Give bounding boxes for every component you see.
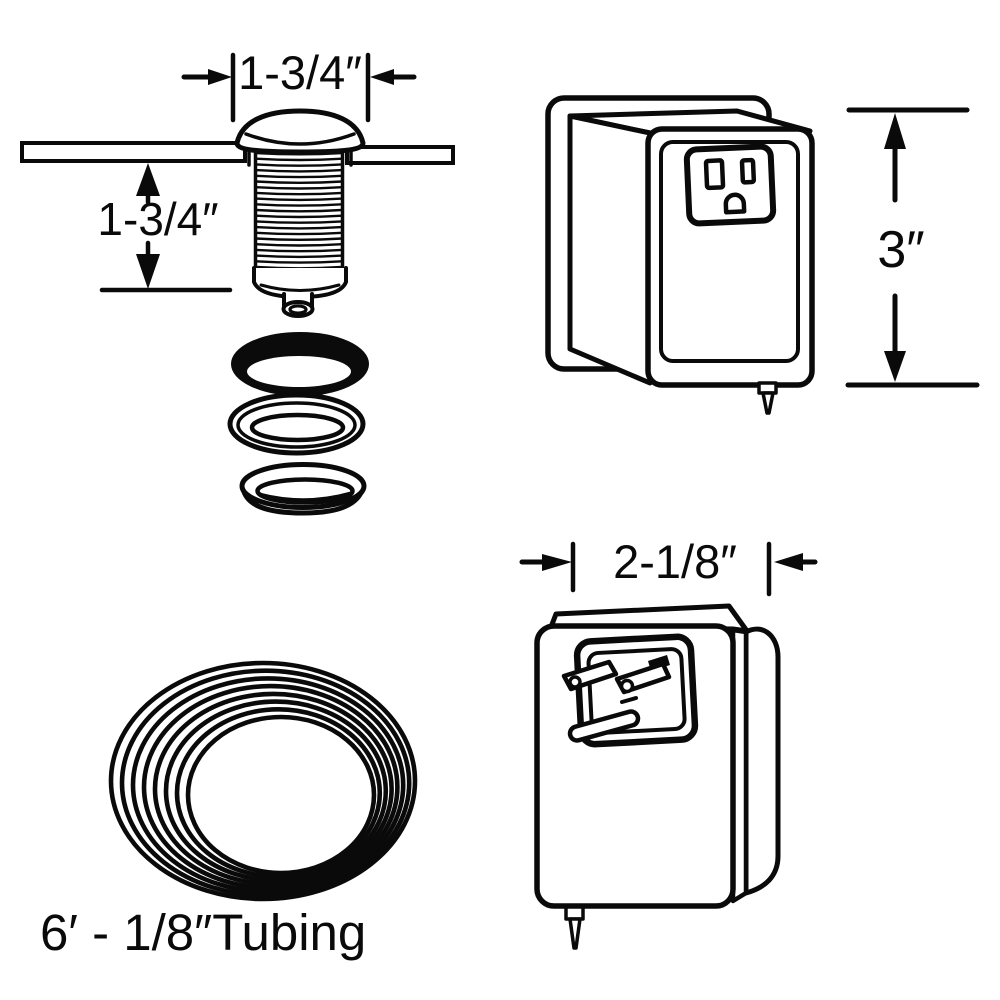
dim-arrowhead-up xyxy=(884,113,906,149)
plug-blade-mark xyxy=(620,696,638,704)
dim-arrowhead-right xyxy=(208,69,232,85)
button-depth-label: 1-3/4″ xyxy=(97,193,218,245)
module-width-dimension: 2-1/8″ xyxy=(519,535,818,597)
button-depth-dimension: 1-3/4″ xyxy=(97,163,233,293)
control-box-left-face xyxy=(567,113,653,386)
countertop-right xyxy=(345,145,455,165)
module-width-label: 2-1/8″ xyxy=(613,535,737,588)
tubing-coil-illustration xyxy=(108,660,418,902)
button-width-dimension: 1-3/4″ xyxy=(181,46,417,123)
dim-arrowhead-up xyxy=(136,163,160,196)
stem-bottom-band-line xyxy=(259,283,341,292)
dim-arrowhead-right xyxy=(542,554,572,571)
module-right-face xyxy=(743,626,781,896)
dim-arrowhead-down xyxy=(136,254,160,289)
dim-arrowhead-left xyxy=(774,553,803,571)
plug-recess-inner xyxy=(586,647,687,735)
button-cap-inner-line xyxy=(244,132,356,146)
control-box-front-inset xyxy=(659,140,800,363)
button-width-label: 1-3/4″ xyxy=(238,46,362,99)
plug-ground-pin xyxy=(567,709,641,743)
control-box-illustration xyxy=(545,95,815,415)
nipple-opening xyxy=(288,304,308,315)
washer-hole xyxy=(249,412,346,443)
power-outlet xyxy=(683,143,777,227)
washer-mid xyxy=(236,401,357,449)
trim-ring-inner-arc xyxy=(257,491,353,502)
box-height-dimension: 3″ xyxy=(845,107,980,388)
box-height-label: 3″ xyxy=(877,221,924,279)
rubber-gasket-hole xyxy=(247,356,351,387)
outlet-slot-right xyxy=(739,157,757,185)
button-cap xyxy=(234,108,366,155)
dim-arrowhead-left xyxy=(370,69,394,85)
dim-arrowhead-down xyxy=(884,351,906,382)
module-barb-tip xyxy=(568,917,582,950)
plug-blade-left-hole xyxy=(568,675,582,689)
plug-blade-right-hole xyxy=(619,678,635,694)
power-module-illustration xyxy=(534,603,781,950)
stem-threads xyxy=(254,151,344,276)
tubing-label: 6′ - 1/8″Tubing xyxy=(40,904,366,961)
control-box-barb-tip xyxy=(761,391,775,415)
countertop-left xyxy=(20,141,247,163)
tubing-coil-loops xyxy=(108,660,418,902)
button-assembly-illustration xyxy=(20,108,455,516)
outlet-ground-hole xyxy=(723,192,747,215)
module-barb xyxy=(564,905,585,921)
outlet-slot-left xyxy=(703,158,726,191)
